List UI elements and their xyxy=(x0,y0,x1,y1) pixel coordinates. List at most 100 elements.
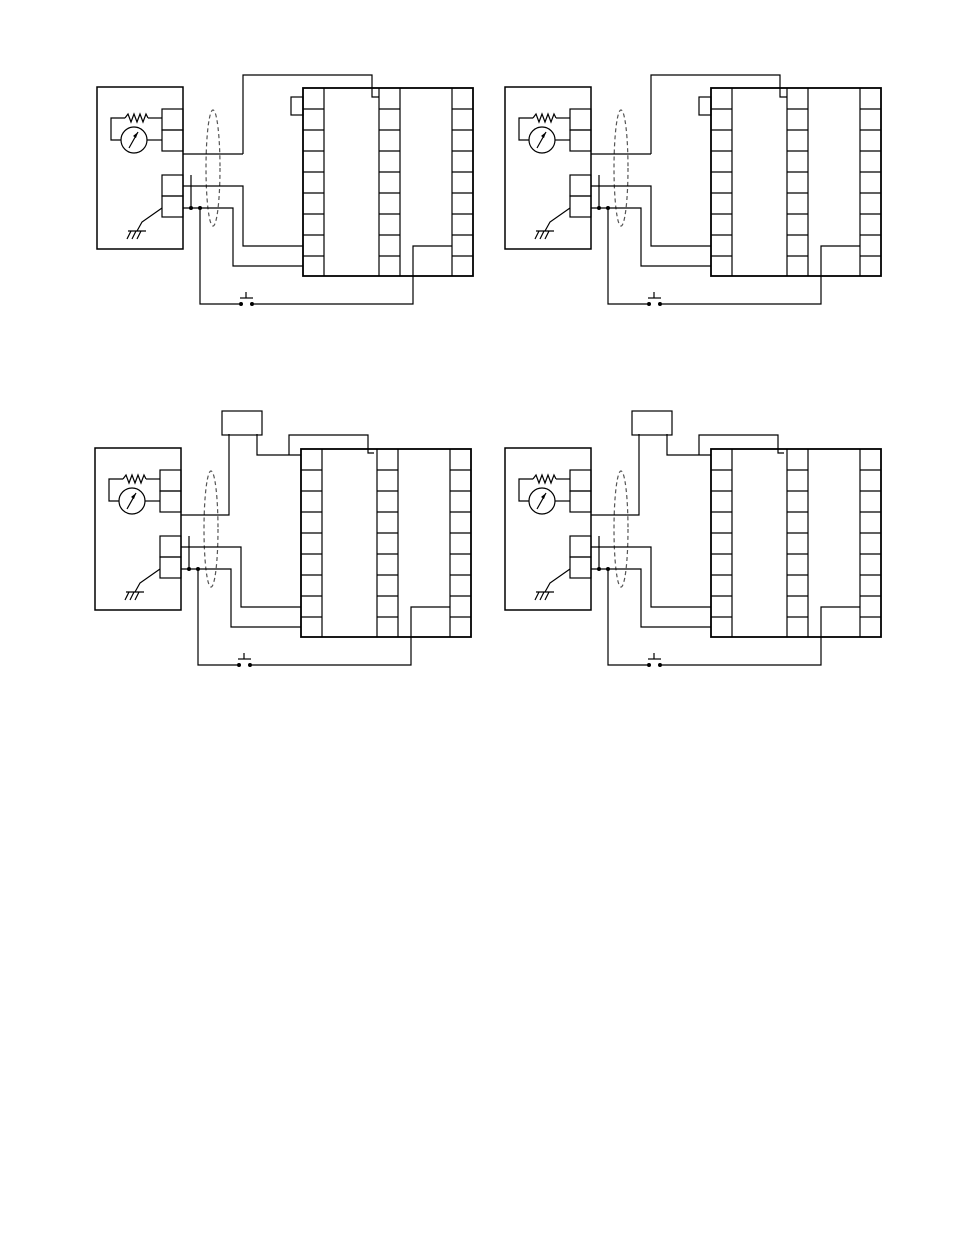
wire xyxy=(183,186,303,246)
junction-dot xyxy=(237,663,241,667)
wire xyxy=(125,592,129,600)
sensor-terminal xyxy=(162,109,183,130)
jumper-wire xyxy=(651,75,787,154)
controller-terminal-block xyxy=(301,449,471,637)
wire xyxy=(667,434,711,455)
wire xyxy=(181,434,229,515)
sensor-terminal xyxy=(160,491,181,512)
wire xyxy=(137,208,162,231)
wire xyxy=(181,547,301,607)
sensor-terminal xyxy=(160,536,181,557)
controller-housing xyxy=(711,88,881,276)
meter-needle-tip xyxy=(541,493,546,499)
junction-dot xyxy=(658,663,662,667)
terminal-link xyxy=(699,97,711,115)
external-device-box xyxy=(632,411,672,435)
junction-dot xyxy=(248,663,252,667)
push-switch-icon xyxy=(237,653,252,667)
wire xyxy=(535,231,539,239)
push-switch-icon xyxy=(239,292,254,306)
junction-dot xyxy=(250,302,254,306)
wire xyxy=(109,479,123,501)
wire xyxy=(125,114,148,122)
wire xyxy=(519,118,533,140)
meter-needle-tip xyxy=(541,132,546,138)
wire xyxy=(252,607,450,665)
ground-icon xyxy=(535,208,570,239)
terminal-link xyxy=(291,97,303,115)
push-switch-icon xyxy=(647,292,662,306)
wire xyxy=(137,231,141,239)
wire xyxy=(519,479,533,501)
sensor-terminal xyxy=(570,175,591,196)
wiring-diagram-top-right xyxy=(505,75,881,306)
junction-dot xyxy=(606,567,610,571)
wire xyxy=(545,569,570,592)
controller-terminal-block xyxy=(711,88,881,276)
junction-dot xyxy=(647,302,651,306)
wire xyxy=(545,592,549,600)
sensor-terminal xyxy=(160,557,181,578)
meter-icon xyxy=(121,127,162,153)
wire xyxy=(533,475,556,483)
meter-icon xyxy=(119,488,160,514)
wire xyxy=(545,231,549,239)
sensor-terminal xyxy=(570,196,591,217)
wire xyxy=(591,547,711,607)
wire xyxy=(535,592,539,600)
wiring-diagram-bottom-left xyxy=(95,434,471,667)
junction-dot xyxy=(198,206,202,210)
wire xyxy=(123,475,146,483)
sensor-terminal xyxy=(570,536,591,557)
wire xyxy=(591,434,639,515)
wire xyxy=(662,607,860,665)
sensor-terminal xyxy=(162,130,183,151)
sensor-terminal xyxy=(570,491,591,512)
wire xyxy=(111,118,125,140)
sensor-terminal xyxy=(160,470,181,491)
junction-dot xyxy=(239,302,243,306)
sensor-terminal xyxy=(570,557,591,578)
sensor-terminal xyxy=(570,470,591,491)
meter-icon xyxy=(529,127,570,153)
wiring-diagram-bottom-right xyxy=(505,434,881,667)
wire xyxy=(591,186,711,246)
sensor-terminal xyxy=(570,109,591,130)
ground-icon xyxy=(127,208,162,239)
controller-terminal-block xyxy=(711,449,881,637)
junction-dot xyxy=(658,302,662,306)
push-switch-icon xyxy=(647,653,662,667)
ground-icon xyxy=(535,569,570,600)
sensor-terminal xyxy=(162,175,183,196)
wire xyxy=(540,231,544,239)
junction-dot xyxy=(606,206,610,210)
wire xyxy=(254,246,452,304)
junction-dot xyxy=(597,206,601,210)
wire xyxy=(135,569,160,592)
controller-housing xyxy=(301,449,471,637)
sensor-terminal xyxy=(570,130,591,151)
junction-dot xyxy=(189,206,193,210)
junction-dot xyxy=(597,567,601,571)
wire xyxy=(257,434,301,455)
meter-icon xyxy=(529,488,570,514)
wire xyxy=(135,592,139,600)
wire xyxy=(130,592,134,600)
junction-dot xyxy=(647,663,651,667)
junction-dot xyxy=(196,567,200,571)
wire xyxy=(662,246,860,304)
controller-housing xyxy=(711,449,881,637)
wire xyxy=(545,208,570,231)
wire xyxy=(127,231,131,239)
wire xyxy=(540,592,544,600)
ground-icon xyxy=(125,569,160,600)
controller-housing xyxy=(303,88,473,276)
meter-needle-tip xyxy=(131,493,136,499)
external-device-box xyxy=(222,411,262,435)
wire xyxy=(533,114,556,122)
jumper-wire xyxy=(243,75,379,154)
wiring-diagram-top-left xyxy=(97,75,473,306)
controller-terminal-block xyxy=(303,88,473,276)
